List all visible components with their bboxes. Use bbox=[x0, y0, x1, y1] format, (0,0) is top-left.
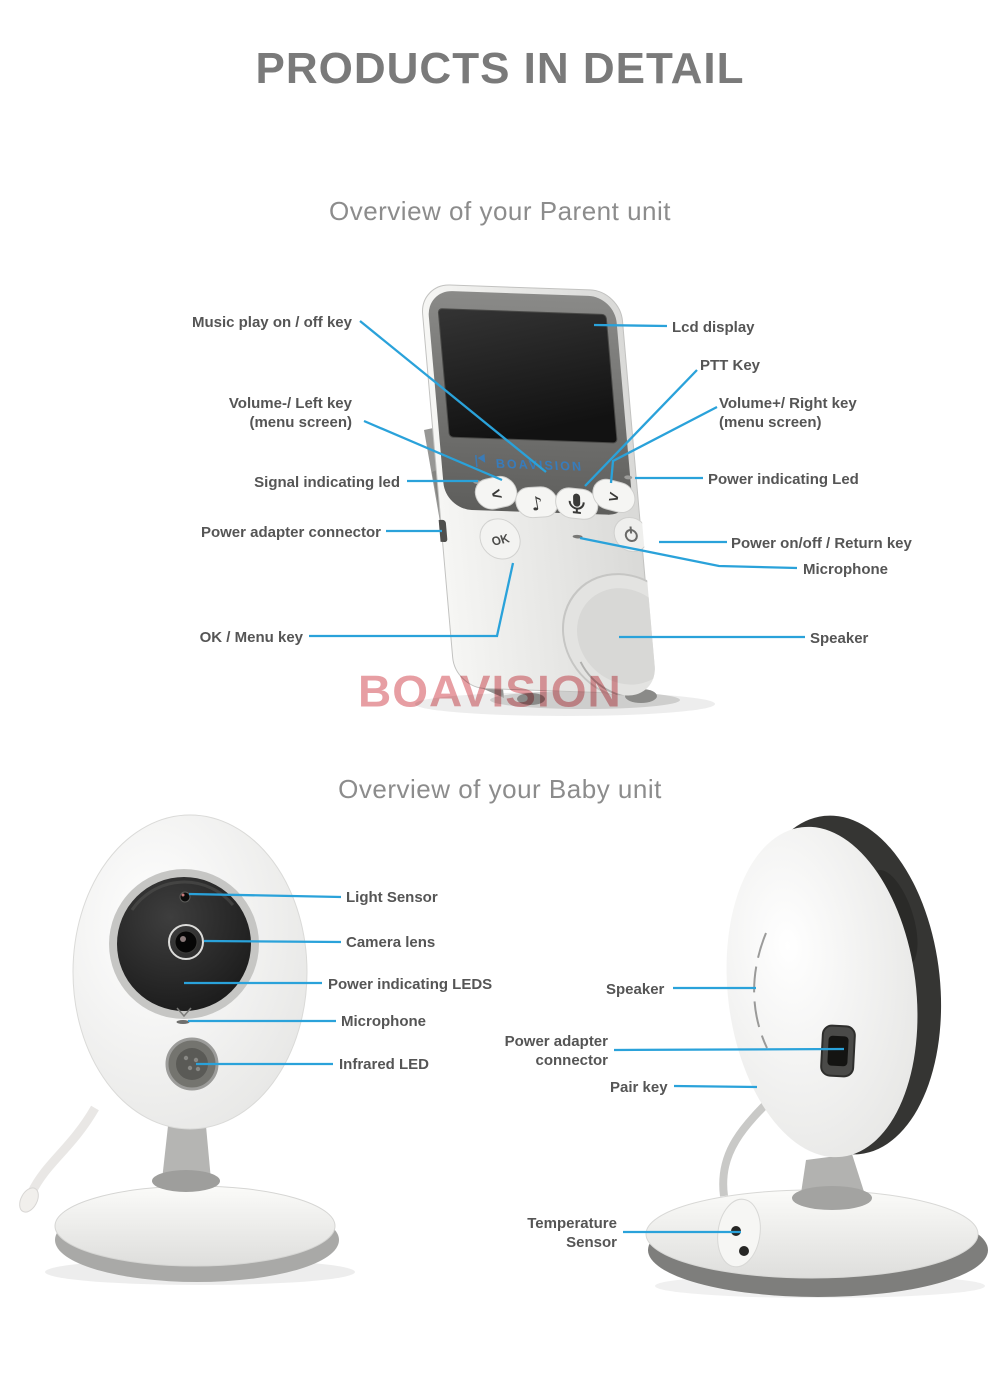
label-music-key: Music play on / off key bbox=[191, 314, 352, 331]
ir-dot bbox=[187, 1065, 193, 1071]
cable-plug bbox=[19, 1187, 39, 1213]
ok-button bbox=[479, 518, 521, 560]
button-shape bbox=[592, 478, 636, 514]
line-light-sensor bbox=[188, 892, 342, 899]
line-ok-menu bbox=[309, 562, 515, 638]
label-signal-led: Signal indicating led bbox=[254, 474, 400, 491]
label-power-onoff: Power on/off / Return key bbox=[731, 535, 912, 552]
ir-dot bbox=[195, 1066, 201, 1072]
page-title: PRODUCTS IN DETAIL bbox=[255, 44, 745, 93]
parent-device: BOAVISION < ♪ bbox=[422, 284, 658, 697]
next-button: > bbox=[592, 478, 636, 514]
right-arrow-icon: > bbox=[607, 487, 620, 508]
label-speaker-baby: Speaker bbox=[606, 981, 665, 998]
label-camera-lens: Camera lens bbox=[346, 934, 436, 951]
line-lcd bbox=[593, 323, 668, 328]
label-mic-parent: Microphone bbox=[803, 561, 888, 578]
line-volume-right bbox=[609, 405, 718, 484]
label-ok-menu: OK / Menu key bbox=[199, 629, 303, 646]
label-volume-right: Volume+/ Right key (menu screen) bbox=[719, 395, 857, 431]
ir-dot bbox=[193, 1057, 199, 1063]
button-shape bbox=[474, 475, 518, 510]
line-ptt bbox=[584, 369, 698, 487]
label-power-led: Power indicating Led bbox=[708, 471, 859, 488]
line-camera-lens bbox=[203, 939, 342, 944]
power-bar bbox=[629, 526, 633, 534]
temp-sensor-hole-bottom bbox=[739, 1246, 749, 1256]
power-icon bbox=[624, 526, 638, 543]
camera-lens-glass bbox=[174, 930, 198, 954]
line-pair-key bbox=[673, 1084, 758, 1089]
baby-unit-front-figure bbox=[19, 814, 355, 1285]
label-pair-key: Pair key bbox=[610, 1079, 668, 1096]
line-mic-parent bbox=[579, 536, 798, 570]
front-neck bbox=[162, 1126, 211, 1180]
usb-port-cavity bbox=[827, 1035, 849, 1067]
label-power-adapter-parent: Power adapter connector bbox=[200, 524, 381, 541]
music-prev-button: < bbox=[474, 475, 518, 510]
lcd-screen bbox=[437, 308, 618, 444]
label-infrared: Infrared LED bbox=[339, 1056, 430, 1073]
talk-button bbox=[555, 487, 599, 520]
light-sensor-glint bbox=[181, 893, 185, 897]
nav-buttons: < ♪ bbox=[474, 475, 636, 520]
camera-lens-glint bbox=[180, 936, 186, 942]
baby-section-heading: Overview of your Baby unit bbox=[338, 774, 662, 804]
baby-unit-side-figure bbox=[645, 815, 988, 1298]
brand-watermark: BOAVISION bbox=[358, 666, 622, 716]
line-music-key bbox=[359, 320, 547, 473]
infrared-led-inner bbox=[176, 1048, 208, 1080]
mic-base bbox=[572, 511, 581, 515]
speaker-seam bbox=[579, 661, 644, 697]
callout-lines bbox=[184, 320, 845, 1234]
line-power-adapter-baby bbox=[613, 1047, 845, 1052]
front-neck-flare bbox=[152, 1170, 220, 1192]
label-power-leds: Power indicating LEDS bbox=[328, 976, 493, 993]
side-neck-flare bbox=[792, 1186, 872, 1210]
parent-unit-figure: BOAVISION < ♪ bbox=[415, 284, 715, 716]
front-mic-slit bbox=[176, 1020, 190, 1024]
front-cable bbox=[27, 1105, 99, 1195]
side-speaker-arc bbox=[753, 932, 768, 1049]
label-speaker-parent: Speaker bbox=[810, 630, 869, 647]
power-led bbox=[624, 475, 633, 480]
mic-capsule bbox=[573, 493, 581, 507]
parent-device-body: BOAVISION < ♪ bbox=[422, 284, 658, 697]
label-ptt: PTT Key bbox=[700, 357, 761, 374]
mic-icon bbox=[568, 493, 585, 515]
ir-dot bbox=[183, 1055, 189, 1061]
stand-foot-left bbox=[517, 693, 545, 705]
label-mic-baby: Microphone bbox=[341, 1013, 426, 1030]
label-lcd: Lcd display bbox=[672, 319, 755, 336]
label-volume-left: Volume-/ Left key (menu screen) bbox=[228, 395, 352, 431]
light-sensor-dot bbox=[179, 891, 191, 903]
ok-button-label: OK bbox=[490, 531, 512, 549]
infrared-led-texture bbox=[183, 1055, 201, 1072]
music-note-icon: ♪ bbox=[529, 493, 545, 516]
label-light-sensor: Light Sensor bbox=[346, 889, 438, 906]
side-body-front bbox=[726, 826, 918, 1158]
front-base bbox=[54, 1185, 336, 1267]
line-volume-left bbox=[363, 419, 503, 482]
parent-section-heading: Overview of your Parent unit bbox=[328, 196, 672, 226]
camera-lens-ring bbox=[168, 924, 204, 960]
label-power-adapter-baby: Power adapter connector bbox=[504, 1033, 608, 1069]
lens-notch bbox=[176, 1007, 192, 1018]
label-temp-sensor: Temperature Sensor bbox=[527, 1215, 617, 1251]
brand-mark-icon bbox=[475, 454, 486, 468]
